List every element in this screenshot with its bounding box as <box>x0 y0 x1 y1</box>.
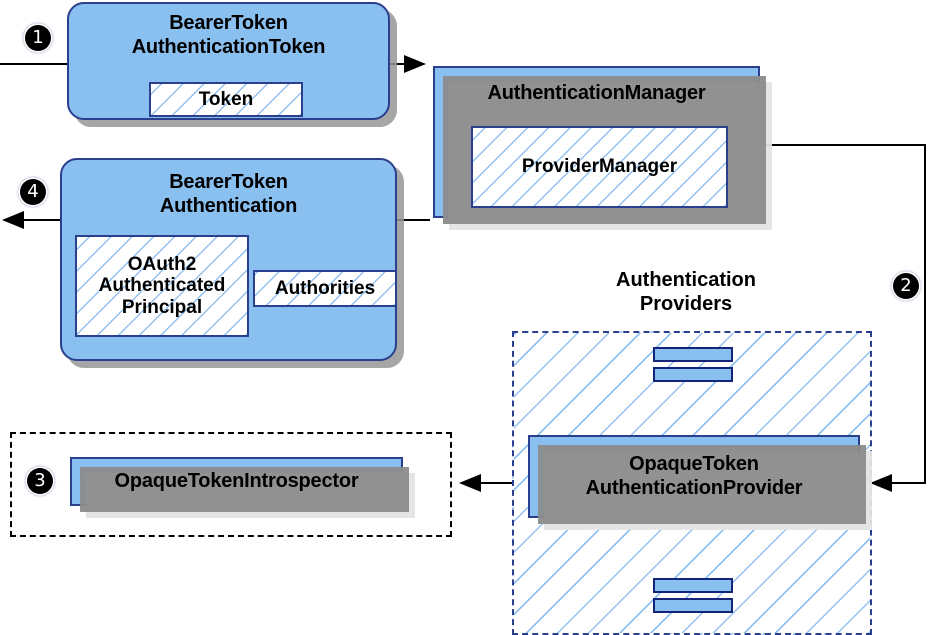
step-marker-1: 1 <box>25 25 51 51</box>
authorities-box[interactable]: Authorities <box>253 270 397 307</box>
bearer-token-authentication-title: BearerToken Authentication <box>159 171 298 217</box>
provider-bar-bottom-1 <box>653 578 733 593</box>
oauth2-authenticated-principal-box[interactable]: OAuth2 Authenticated Principal <box>75 235 249 337</box>
provider-bar-bottom-2 <box>653 598 733 613</box>
provider-bar-top-2 <box>653 367 733 382</box>
provider-bar-top-1 <box>653 347 733 362</box>
bearer-token-authentication-token-title: BearerToken AuthenticationToken <box>131 12 326 58</box>
step-marker-4: 4 <box>20 179 46 205</box>
bearer-token-authentication-token-card[interactable]: BearerToken AuthenticationToken Token <box>67 2 390 120</box>
provider-manager-box[interactable]: ProviderManager <box>471 126 728 208</box>
opaque-token-introspector-label: OpaqueTokenIntrospector <box>114 469 359 492</box>
step-marker-3: 3 <box>27 468 53 494</box>
authentication-manager-box[interactable]: AuthenticationManager ProviderManager <box>433 66 772 230</box>
token-inner-box[interactable]: Token <box>149 82 303 117</box>
authentication-providers-title: Authentication Providers <box>616 269 756 315</box>
opaque-token-authentication-provider-box[interactable]: OpaqueToken AuthenticationProvider <box>528 435 872 530</box>
opaque-token-authentication-provider-title: OpaqueToken AuthenticationProvider <box>585 452 803 499</box>
opaque-token-introspector-box[interactable]: OpaqueTokenIntrospector <box>70 457 415 518</box>
step-marker-2: 2 <box>893 273 919 299</box>
bearer-token-authentication-card[interactable]: BearerToken Authentication OAuth2 Authen… <box>60 158 397 361</box>
authentication-manager-title: AuthenticationManager <box>487 82 706 104</box>
